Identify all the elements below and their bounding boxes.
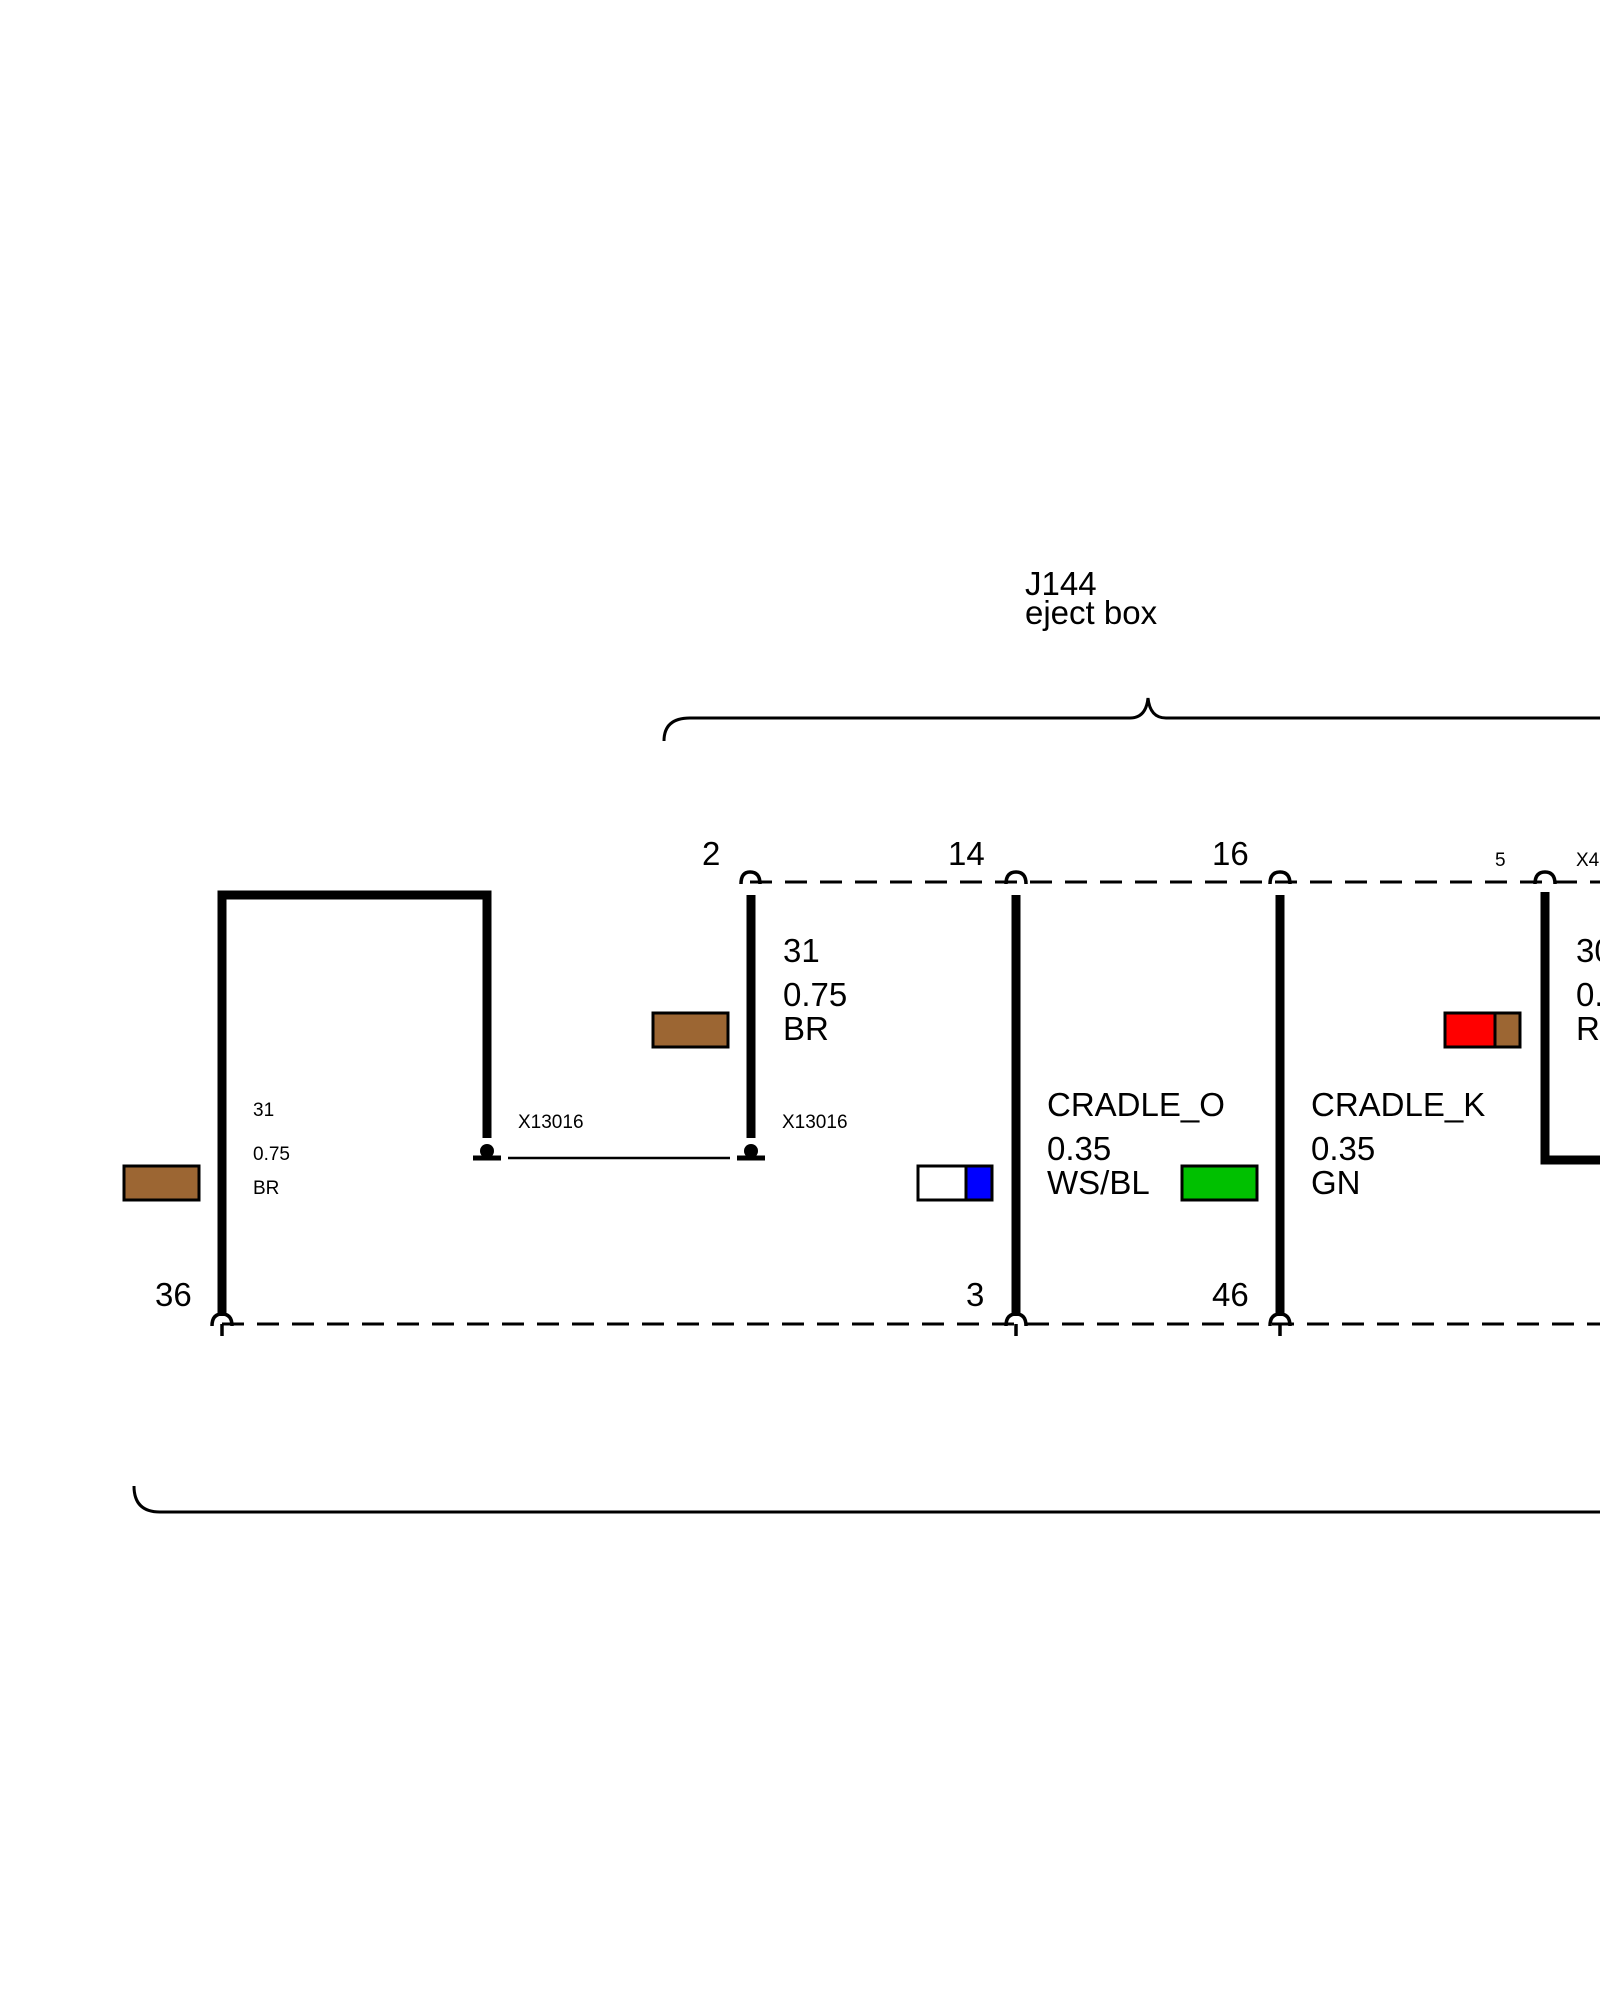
- bottom-bracket: [132, 1485, 1600, 1514]
- wire-color-swatch-blue: [964, 1164, 994, 1202]
- pin-number-3: 3: [966, 1276, 984, 1313]
- wire-signal: 30: [1576, 932, 1600, 969]
- wire-gauge: 0.75: [253, 1144, 290, 1165]
- wire-signal: 31: [253, 1100, 274, 1121]
- wire-gauge: 0.75: [783, 976, 847, 1013]
- pin-number-5: 5: [1495, 850, 1506, 871]
- component-id: J144: [1025, 565, 1097, 602]
- pin-number-16: 16: [1212, 835, 1249, 872]
- wire-color-swatch-red: [1443, 1011, 1497, 1049]
- pin-number-14: 14: [948, 835, 985, 872]
- wire-signal: CRADLE_K: [1311, 1086, 1485, 1123]
- pin-hook-16: [1268, 870, 1292, 885]
- wire-color-swatch-green: [1180, 1164, 1259, 1202]
- pin-hook-5: [1533, 870, 1557, 885]
- wire-signal: 31: [783, 932, 820, 969]
- connector-partial-label: X4: [1576, 850, 1600, 871]
- wire-color-swatch-brown: [651, 1011, 730, 1049]
- splice-dot-right: [744, 1144, 758, 1158]
- pin-hook-2: [739, 870, 762, 885]
- wire-signal: CRADLE_O: [1047, 1086, 1225, 1123]
- wire-color-code: R: [1576, 1010, 1600, 1047]
- wire-pin5: [1540, 892, 1600, 1165]
- pin-number-46: 46: [1212, 1276, 1249, 1313]
- wire-color-code: BR: [253, 1178, 279, 1199]
- splice-label-right: X13016: [782, 1112, 848, 1133]
- wire-color-code: GN: [1311, 1164, 1361, 1201]
- splice-dot-left: [480, 1144, 494, 1158]
- splice-label-left: X13016: [518, 1112, 584, 1133]
- wire-color-code: BR: [783, 1010, 829, 1047]
- wire-ground-loop: [217, 890, 492, 1316]
- wire-color-swatch-brown: [1493, 1011, 1522, 1049]
- pin-hook-14: [1004, 870, 1028, 885]
- wire-color-swatch-white: [916, 1164, 968, 1202]
- wire-gauge: 0.35: [1047, 1130, 1111, 1167]
- component-brace: [662, 697, 1600, 742]
- wire-gauge: 0.35: [1311, 1130, 1375, 1167]
- pin-number-36: 36: [155, 1276, 192, 1313]
- pin-number-2: 2: [702, 835, 720, 872]
- wire-color-code: WS/BL: [1047, 1164, 1150, 1201]
- wire-gauge: 0.: [1576, 976, 1600, 1013]
- component-name: eject box: [1025, 594, 1158, 631]
- wire-color-swatch-brown: [122, 1164, 201, 1202]
